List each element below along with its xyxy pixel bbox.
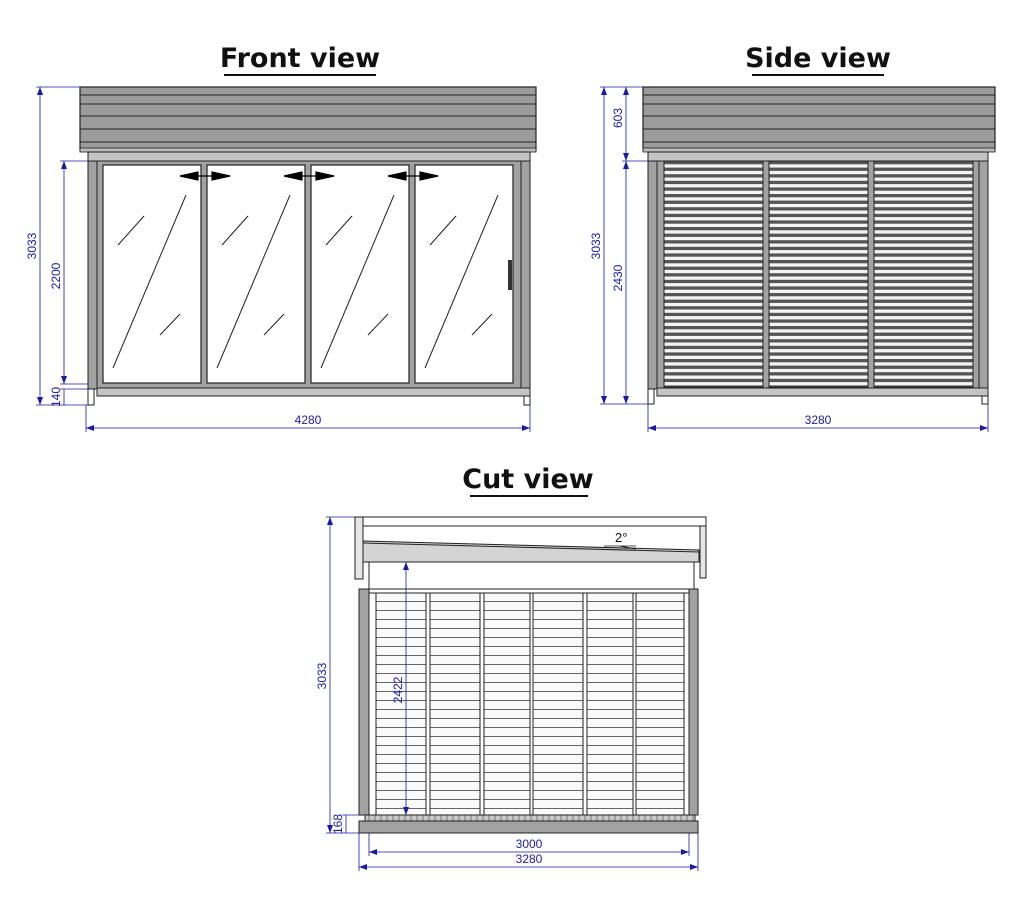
side-roof — [642, 86, 996, 153]
front-view-title: Front view — [220, 43, 380, 74]
side-view-title: Side view — [745, 43, 891, 74]
front-view: Front view — [25, 43, 537, 432]
cut-top-rail — [368, 588, 690, 594]
cut-floor-deck — [364, 814, 696, 822]
front-right-post — [520, 160, 531, 390]
louver-panel — [663, 160, 764, 388]
front-glass-doors — [102, 164, 514, 384]
front-door-height-label: 2200 — [49, 262, 63, 289]
cut-right-wall — [688, 588, 699, 816]
cut-view: Cut view 2° — [315, 464, 707, 871]
side-left-post — [647, 160, 658, 390]
cut-floor-height-label: 168 — [331, 814, 345, 834]
cut-total-height-label: 3033 — [315, 662, 329, 689]
cut-dimensions: 3033 2422 168 3000 3280 — [315, 516, 699, 871]
side-left-foot — [647, 388, 655, 405]
front-width-label: 4280 — [295, 413, 322, 427]
side-wall-height-label: 2430 — [611, 264, 625, 291]
front-total-height-label: 3033 — [25, 232, 39, 259]
glass-panel — [206, 164, 306, 384]
front-base-height-label: 140 — [49, 387, 63, 407]
cut-inner-width-label: 3000 — [516, 837, 543, 851]
side-view: Side view — [589, 43, 996, 432]
cut-louver-panels — [375, 592, 685, 816]
louver-panel — [586, 592, 634, 816]
cut-roof-section: 2° — [354, 516, 707, 590]
front-header-beam — [87, 151, 531, 162]
front-dimensions: 3033 2200 140 4280 — [25, 86, 531, 432]
side-header-beam — [647, 151, 989, 162]
glass-panel — [310, 164, 410, 384]
side-louver-panels — [663, 160, 974, 388]
side-right-post — [978, 160, 989, 390]
louver-panel — [873, 160, 974, 388]
side-dimensions: 603 3033 2430 3280 — [589, 86, 989, 432]
glass-panel — [414, 164, 514, 384]
cut-left-wall — [358, 588, 370, 816]
cut-outer-width-label: 3280 — [516, 852, 543, 866]
louver-panel — [483, 592, 531, 816]
front-left-foot — [87, 388, 95, 406]
side-roof-height-label: 603 — [611, 108, 625, 128]
louver-panel — [635, 592, 685, 816]
front-roof — [79, 86, 537, 153]
side-width-label: 3280 — [805, 413, 832, 427]
door-handle — [508, 260, 512, 290]
cut-inner-height-label: 2422 — [391, 676, 405, 703]
sliding-arrows — [179, 171, 439, 181]
louver-panel — [768, 160, 869, 388]
cut-view-title: Cut view — [462, 464, 593, 495]
roof-slope-label: 2° — [615, 530, 627, 545]
cut-floor-beam — [358, 820, 699, 834]
louver-panel — [532, 592, 584, 816]
glass-panel — [102, 164, 202, 384]
louver-panel — [375, 592, 427, 816]
side-base-beam — [656, 387, 989, 397]
front-base-beam — [96, 387, 531, 397]
side-total-height-label: 3033 — [589, 232, 603, 259]
louver-panel — [429, 592, 481, 816]
front-left-post — [87, 160, 98, 390]
